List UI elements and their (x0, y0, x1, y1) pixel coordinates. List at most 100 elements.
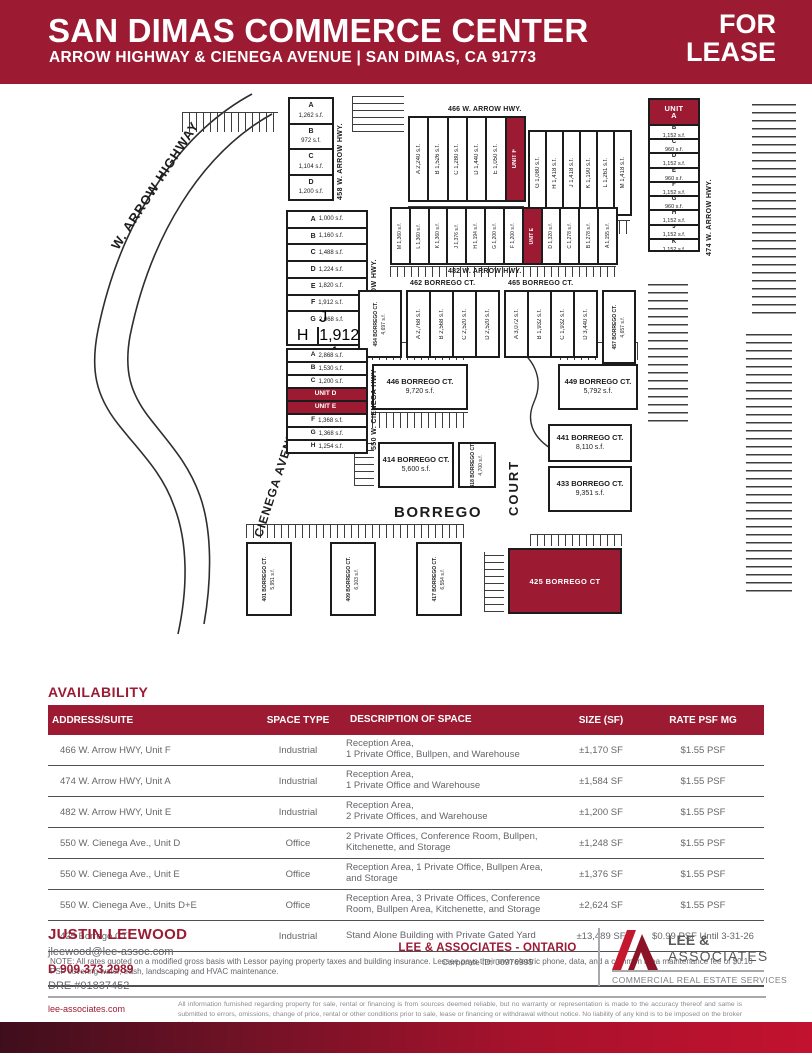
street-label-482: 482 W. ARROW HWY. (448, 268, 522, 275)
unit-cell: J 1,376 s.f. (448, 209, 468, 263)
table-row: 550 W. Cienega Ave., Units D+E Office Re… (48, 890, 764, 921)
footer: JUSTIN LEEWOOD jleewood@lee-assoc.com D … (0, 920, 812, 1020)
unit-cell: H 1,194 s.f. (467, 209, 487, 263)
cell-description: 2 Private Offices, Conference Room, Bull… (346, 831, 538, 853)
unit-cell: B 1,526 s.f. (429, 118, 449, 200)
cell-type: Industrial (278, 775, 318, 787)
unit-cell: A 3,072 s.f. (506, 292, 529, 356)
agent-dre: DRE #01837452 (48, 980, 130, 992)
unit-cell: G 1,200 s.f. (486, 209, 505, 263)
brand-line1: LEE & (668, 932, 710, 948)
unit-cell: UNIT F (506, 118, 524, 200)
unit-cell: L 1,261 s.f. (598, 132, 615, 214)
unit-cell: C 2,520 s.f. (454, 292, 477, 356)
unit-cell: A 1,155 s.f. (604, 223, 611, 249)
unit-cell: J 1,418 s.f. (564, 132, 581, 214)
parking-hatch (246, 524, 464, 538)
cell-description: Reception Area, 2 Private Offices, and W… (346, 800, 488, 822)
unit-cell: F 1,200 s.f. (505, 209, 524, 263)
unit-cell: B 1,932 s.f. (529, 292, 552, 356)
building-418-borrego: 418 BORREGO CT. 4,700 s.f. (458, 442, 496, 488)
unit-cell: UNIT D (288, 389, 366, 402)
cell-type: Industrial (278, 806, 318, 818)
table-row: 466 W. Arrow HWY, Unit F Industrial Rece… (48, 735, 764, 766)
unit-cell: D 1,320 s.f. (543, 209, 562, 263)
building-454-borrego: 454 BORREGO CT. 4,697 s.f. (358, 290, 402, 358)
col-header-description: DESCRIPTION OF SPACE (350, 714, 472, 726)
building-457-borrego: 457 BORREGO CT. 4,657 s.f. (602, 290, 636, 364)
parking-hatch (390, 266, 616, 277)
cell-size: ±1,170 SF (579, 744, 623, 756)
cell-description: Stand Alone Building with Private Gated … (346, 929, 536, 941)
building-462-units: A 2,768 s.f.B 2,568 s.f.C 2,520 s.f.D 2,… (406, 290, 500, 358)
page-title: SAN DIMAS COMMERCE CENTER (48, 12, 589, 49)
cell-type: Office (285, 868, 311, 880)
parking-hatch (752, 104, 796, 319)
cell-size: ±2,624 SF (579, 899, 623, 911)
table-row: 482 W. Arrow HWY, Unit E Industrial Rece… (48, 797, 764, 828)
cell-address: 482 W. Arrow HWY, Unit E (60, 806, 172, 818)
parking-hatch (530, 534, 622, 546)
building-449-borrego: 449 BORREGO CT. 5,792 s.f. (558, 364, 638, 410)
for-lease-line2: LEASE (685, 37, 776, 68)
parking-hatch (484, 552, 504, 612)
lee-associates-logo-icon (612, 930, 658, 970)
parking-hatch (648, 284, 688, 424)
office-block: LEE & ASSOCIATES - ONTARIO Corporate ID:… (390, 942, 585, 967)
building-433-borrego: 433 BORREGO CT. 9,351 s.f. (548, 466, 632, 512)
unit-cell: B 1,278 s.f. (580, 209, 600, 263)
table-row: 425 Borrego CT Industrial Stand Alone Bu… (48, 921, 764, 952)
cell-address: 466 W. Arrow HWY, Unit F (60, 744, 171, 756)
unit-cell: H 1,418 s.f. (547, 132, 564, 214)
bottom-gradient-bar (0, 1022, 812, 1053)
cell-rate: $1.55 PSF (680, 868, 726, 880)
label-465-borrego: 465 BORREGO CT. (508, 280, 574, 287)
unit-cell: UNIT E (523, 209, 543, 263)
col-header-type: SPACE TYPE (266, 714, 330, 726)
agent-name: JUSTIN LEEWOOD (48, 926, 188, 943)
building-414-borrego: 414 BORREGO CT. 5,600 s.f. (378, 442, 454, 488)
street-label-466: 466 W. ARROW HWY. (448, 106, 522, 113)
cell-size: ±13,489 SF (576, 930, 626, 942)
header-banner: SAN DIMAS COMMERCE CENTER ARROW HIGHWAY … (0, 0, 812, 84)
building-425-borrego-highlight: 425 BORREGO CT (508, 548, 622, 614)
cell-type: Industrial (278, 930, 318, 942)
cell-address: 425 Borrego CT (60, 930, 128, 942)
building-441-borrego: 441 BORREGO CT. 8,110 s.f. (548, 424, 632, 462)
brand-line2: ASSOCIATES (668, 948, 769, 964)
unit-cell: D 3,440 s.f. (582, 308, 589, 340)
unit-cell: G 1,080 s.f. (530, 132, 547, 214)
unit-cell: L 1,360 s.f. (411, 209, 430, 263)
table-body: 466 W. Arrow HWY, Unit F Industrial Rece… (48, 735, 764, 952)
cell-size: ±1,376 SF (579, 868, 623, 880)
unit-cell: K 1,190 s.f. (581, 132, 598, 214)
street-label-court: COURT (506, 459, 521, 516)
for-lease-badge: FOR LEASE (686, 10, 776, 67)
cell-rate: $1.55 PSF (680, 744, 726, 756)
agent-email-link[interactable]: jleewood@lee-assoc.com (48, 946, 174, 958)
cell-type: Office (285, 899, 311, 911)
building-466-east-units: G 1,080 s.f.H 1,418 s.f.J 1,418 s.f.K 1,… (528, 130, 632, 216)
website-link[interactable]: lee-associates.com (48, 1004, 126, 1014)
table-row: 550 W. Cienega Ave., Unit D Office 2 Pri… (48, 828, 764, 859)
cell-type: Office (285, 837, 311, 849)
